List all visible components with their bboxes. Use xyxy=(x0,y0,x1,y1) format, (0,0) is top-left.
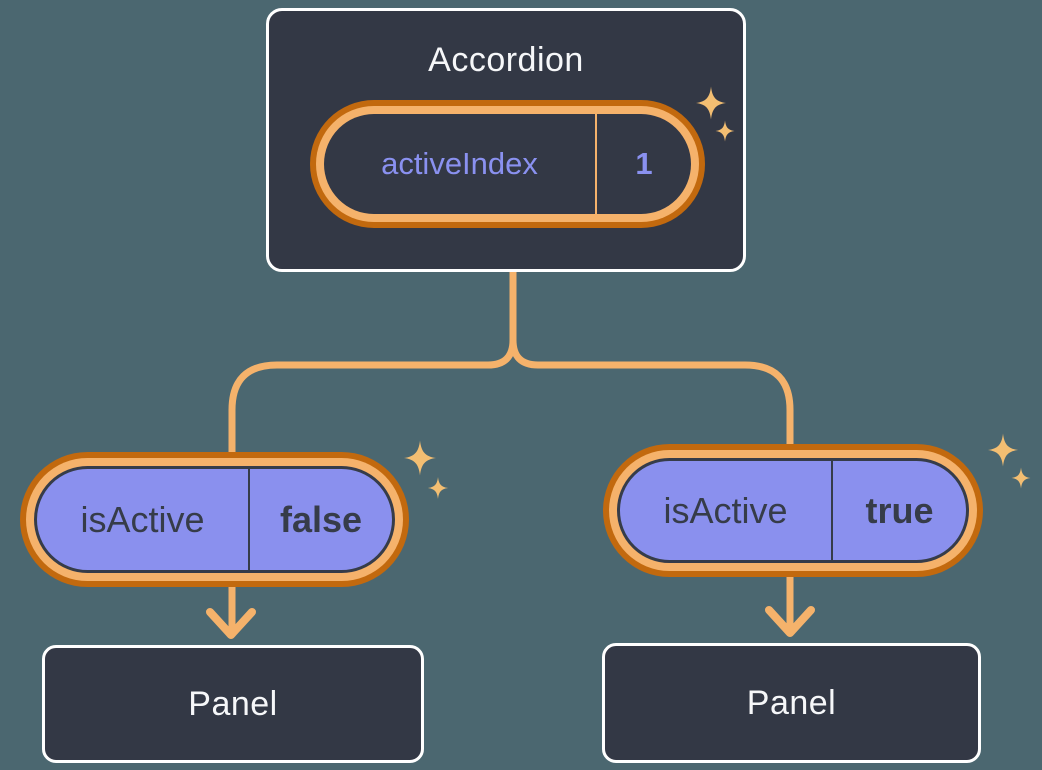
prop-pill-left-value: false xyxy=(279,498,363,540)
state-pill-label: activeIndex xyxy=(324,114,597,214)
sparkle-icon-left-pill xyxy=(404,440,448,499)
arrowhead-right-icon xyxy=(765,606,815,637)
connector-left-branch xyxy=(228,268,517,631)
panel-box-left: Panel xyxy=(42,645,424,763)
panel-right-title: Panel xyxy=(746,683,837,722)
connector-right-branch xyxy=(509,268,794,629)
prop-pill-right-value: true xyxy=(865,489,934,531)
prop-pill-left: isActive false xyxy=(34,466,395,573)
sparkle-icon-right-pill xyxy=(988,433,1031,489)
state-pill-value: 1 xyxy=(635,146,653,181)
panel-box-right: Panel xyxy=(602,643,981,763)
panel-left-title: Panel xyxy=(188,684,278,723)
state-pill: activeIndex 1 xyxy=(324,114,691,214)
prop-pill-right-label: isActive xyxy=(620,461,833,560)
prop-pill-right: isActive true xyxy=(617,458,969,563)
accordion-title: Accordion xyxy=(428,41,584,79)
arrowhead-left-icon xyxy=(206,608,256,639)
prop-pill-left-label: isActive xyxy=(37,469,250,570)
